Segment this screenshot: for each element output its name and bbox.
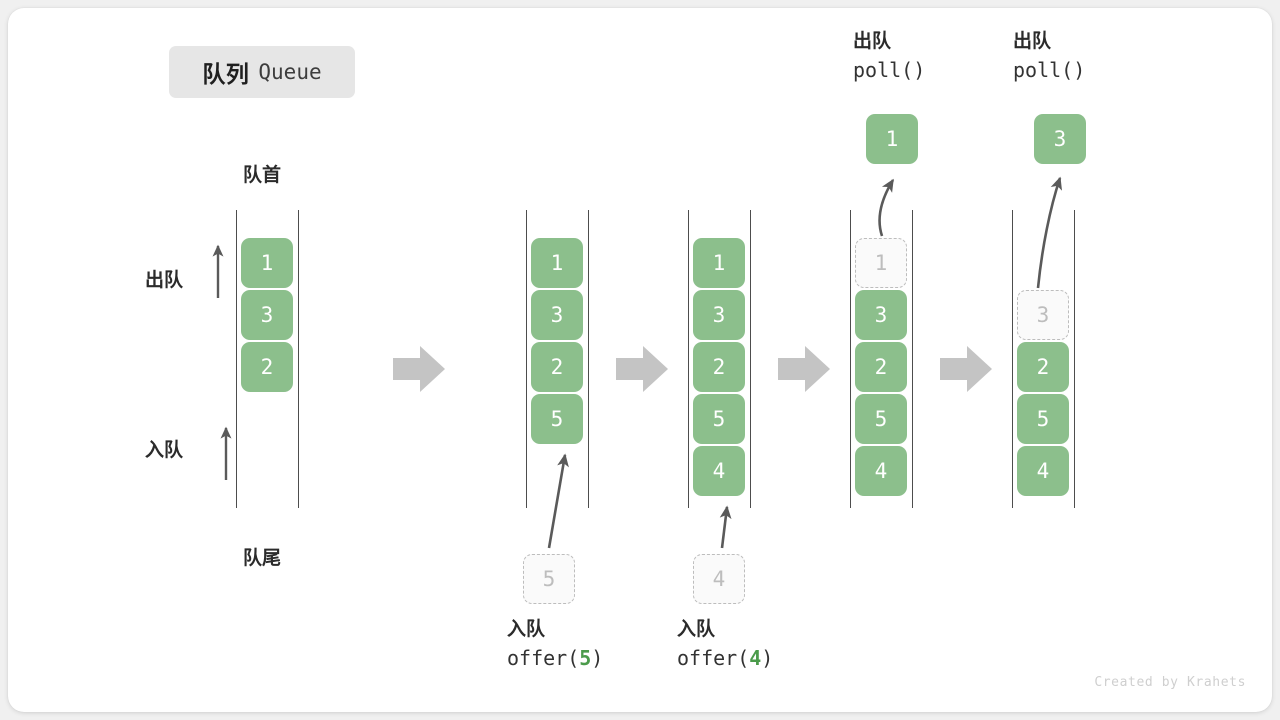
queue-rail-left bbox=[526, 210, 527, 508]
queue-rail-left bbox=[688, 210, 689, 508]
queue-rail-left bbox=[236, 210, 237, 508]
poll-2-motion-arrow bbox=[1036, 176, 1063, 289]
queue-cell: 4 bbox=[1017, 446, 1069, 496]
caption-offer-4-arg: 4 bbox=[749, 645, 762, 670]
caption-offer-4-suffix: ) bbox=[761, 645, 774, 670]
caption-offer-4-prefix: offer( bbox=[677, 645, 750, 670]
queue-cell: 3 bbox=[241, 290, 293, 340]
label-enqueue-side: 入队 bbox=[145, 440, 184, 461]
pending-element-5: 5 bbox=[523, 554, 575, 604]
caption-poll-1-prefix: poll( bbox=[853, 57, 914, 82]
label-queue-front: 队首 bbox=[243, 165, 282, 186]
queue-rail-right bbox=[912, 210, 913, 508]
diagram-card: 队列 Queue 队首 队尾 出队 入队 入队 offer(5) 入队 offe… bbox=[8, 8, 1272, 712]
queue-cell-removed: 1 bbox=[855, 238, 907, 288]
caption-poll-2: 出队 poll() bbox=[1013, 28, 1085, 85]
queue-cell: 1 bbox=[531, 238, 583, 288]
queue-rail-right bbox=[588, 210, 589, 508]
queue-rail-left bbox=[1012, 210, 1013, 508]
caption-offer-5-cn: 入队 bbox=[507, 619, 546, 640]
queue-cell: 2 bbox=[855, 342, 907, 392]
caption-offer-5: 入队 offer(5) bbox=[507, 616, 603, 673]
queue-cell: 2 bbox=[1017, 342, 1069, 392]
queue-cell: 3 bbox=[531, 290, 583, 340]
caption-offer-5-arg: 5 bbox=[579, 645, 592, 670]
caption-offer-5-prefix: offer( bbox=[507, 645, 580, 670]
queue-cell: 1 bbox=[693, 238, 745, 288]
offer-5-motion-arrow bbox=[547, 453, 569, 549]
label-dequeue-side: 出队 bbox=[145, 270, 184, 291]
queue-cell: 4 bbox=[693, 446, 745, 496]
queue-cell-removed: 3 bbox=[1017, 290, 1069, 340]
caption-poll-2-suffix: ) bbox=[1073, 57, 1086, 82]
step-block-arrow-3 bbox=[778, 346, 830, 392]
popped-element-1: 1 bbox=[866, 114, 918, 164]
caption-offer-5-code: offer(5) bbox=[507, 644, 603, 673]
arrow-overlay bbox=[212, 176, 1063, 549]
caption-poll-1-suffix: ) bbox=[913, 57, 926, 82]
caption-poll-2-code: poll() bbox=[1013, 56, 1085, 85]
queue-cell: 5 bbox=[855, 394, 907, 444]
popped-element-3: 3 bbox=[1034, 114, 1086, 164]
queue-cell: 5 bbox=[531, 394, 583, 444]
queue-cell: 5 bbox=[693, 394, 745, 444]
queue-cell: 2 bbox=[531, 342, 583, 392]
title-chinese: 队列 bbox=[202, 61, 250, 87]
pending-element-4: 4 bbox=[693, 554, 745, 604]
diagram-stage: 队列 Queue 队首 队尾 出队 入队 入队 offer(5) 入队 offe… bbox=[8, 8, 1272, 712]
offer-4-motion-arrow bbox=[719, 505, 732, 549]
queue-cell: 5 bbox=[1017, 394, 1069, 444]
step-block-arrow-4 bbox=[940, 346, 992, 392]
caption-poll-1-cn: 出队 bbox=[853, 31, 892, 52]
step-block-arrow-1 bbox=[393, 346, 445, 392]
queue-cell: 2 bbox=[693, 342, 745, 392]
queue-rail-right bbox=[1074, 210, 1075, 508]
step-block-arrow-2 bbox=[616, 346, 668, 392]
caption-poll-1: 出队 poll() bbox=[853, 28, 925, 85]
queue-cell: 2 bbox=[241, 342, 293, 392]
watermark-credit: Created by Krahets bbox=[1094, 675, 1246, 690]
caption-offer-4: 入队 offer(4) bbox=[677, 616, 773, 673]
caption-offer-4-code: offer(4) bbox=[677, 644, 773, 673]
queue-rail-right bbox=[750, 210, 751, 508]
diagram-title-chip: 队列 Queue bbox=[169, 46, 355, 98]
caption-poll-2-prefix: poll( bbox=[1013, 57, 1074, 82]
caption-poll-2-cn: 出队 bbox=[1013, 31, 1052, 52]
queue-rail-left bbox=[850, 210, 851, 508]
caption-poll-1-code: poll() bbox=[853, 56, 925, 85]
queue-cell: 3 bbox=[693, 290, 745, 340]
queue-cell: 3 bbox=[855, 290, 907, 340]
queue-cell: 4 bbox=[855, 446, 907, 496]
queue-cell: 1 bbox=[241, 238, 293, 288]
label-queue-rear: 队尾 bbox=[243, 548, 282, 569]
caption-offer-4-cn: 入队 bbox=[677, 619, 716, 640]
queue-rail-right bbox=[298, 210, 299, 508]
poll-1-motion-arrow bbox=[878, 178, 895, 237]
caption-offer-5-suffix: ) bbox=[591, 645, 604, 670]
title-english: Queue bbox=[258, 60, 322, 84]
